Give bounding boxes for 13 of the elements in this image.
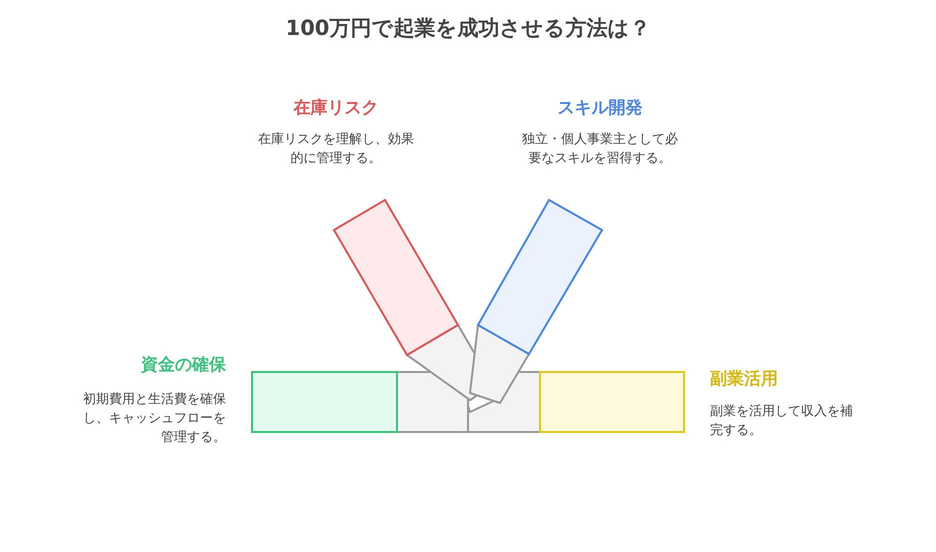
bar — [332, 198, 460, 356]
description: 独立・個人事業主として必要なスキルを習得する。 — [521, 131, 679, 168]
description: 在庫リスクを理解し、効果的に管理する。 — [257, 131, 415, 168]
bar — [476, 198, 604, 356]
heading: 在庫リスク — [292, 97, 380, 119]
title: 100万円で起業を成功させる方法は？ — [284, 15, 652, 42]
bar — [251, 371, 398, 433]
heading: 副業活用 — [710, 368, 778, 390]
heading: 資金の確保 — [141, 354, 226, 376]
description: 初期費用と生活費を確保し、キャッシュフローを管理する。 — [82, 391, 226, 447]
bar — [539, 371, 685, 433]
heading: スキル開発 — [556, 97, 644, 119]
description: 副業を活用して収入を補完する。 — [710, 403, 854, 440]
